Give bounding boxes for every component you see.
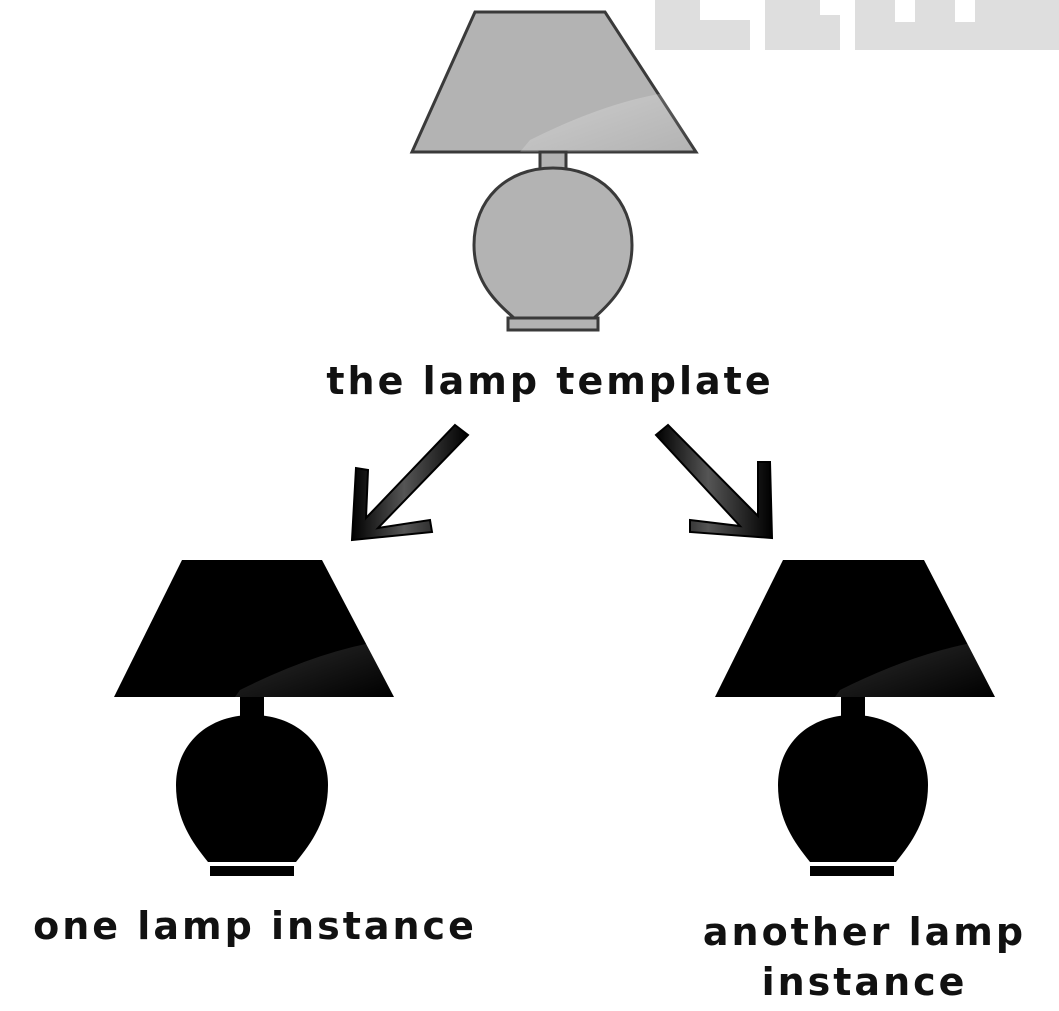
watermark-shape	[655, 0, 1059, 50]
instance-lamp-two-icon	[715, 560, 995, 876]
instance-lamp-one-icon	[114, 560, 394, 876]
template-lamp-icon	[409, 10, 699, 332]
arrow-right-icon	[654, 423, 774, 540]
instance-two-label: another lamp instance	[702, 910, 1027, 1004]
instance-one-label: one lamp instance	[33, 904, 477, 948]
arrow-left-icon	[350, 423, 470, 542]
template-label: the lamp template	[326, 359, 774, 403]
